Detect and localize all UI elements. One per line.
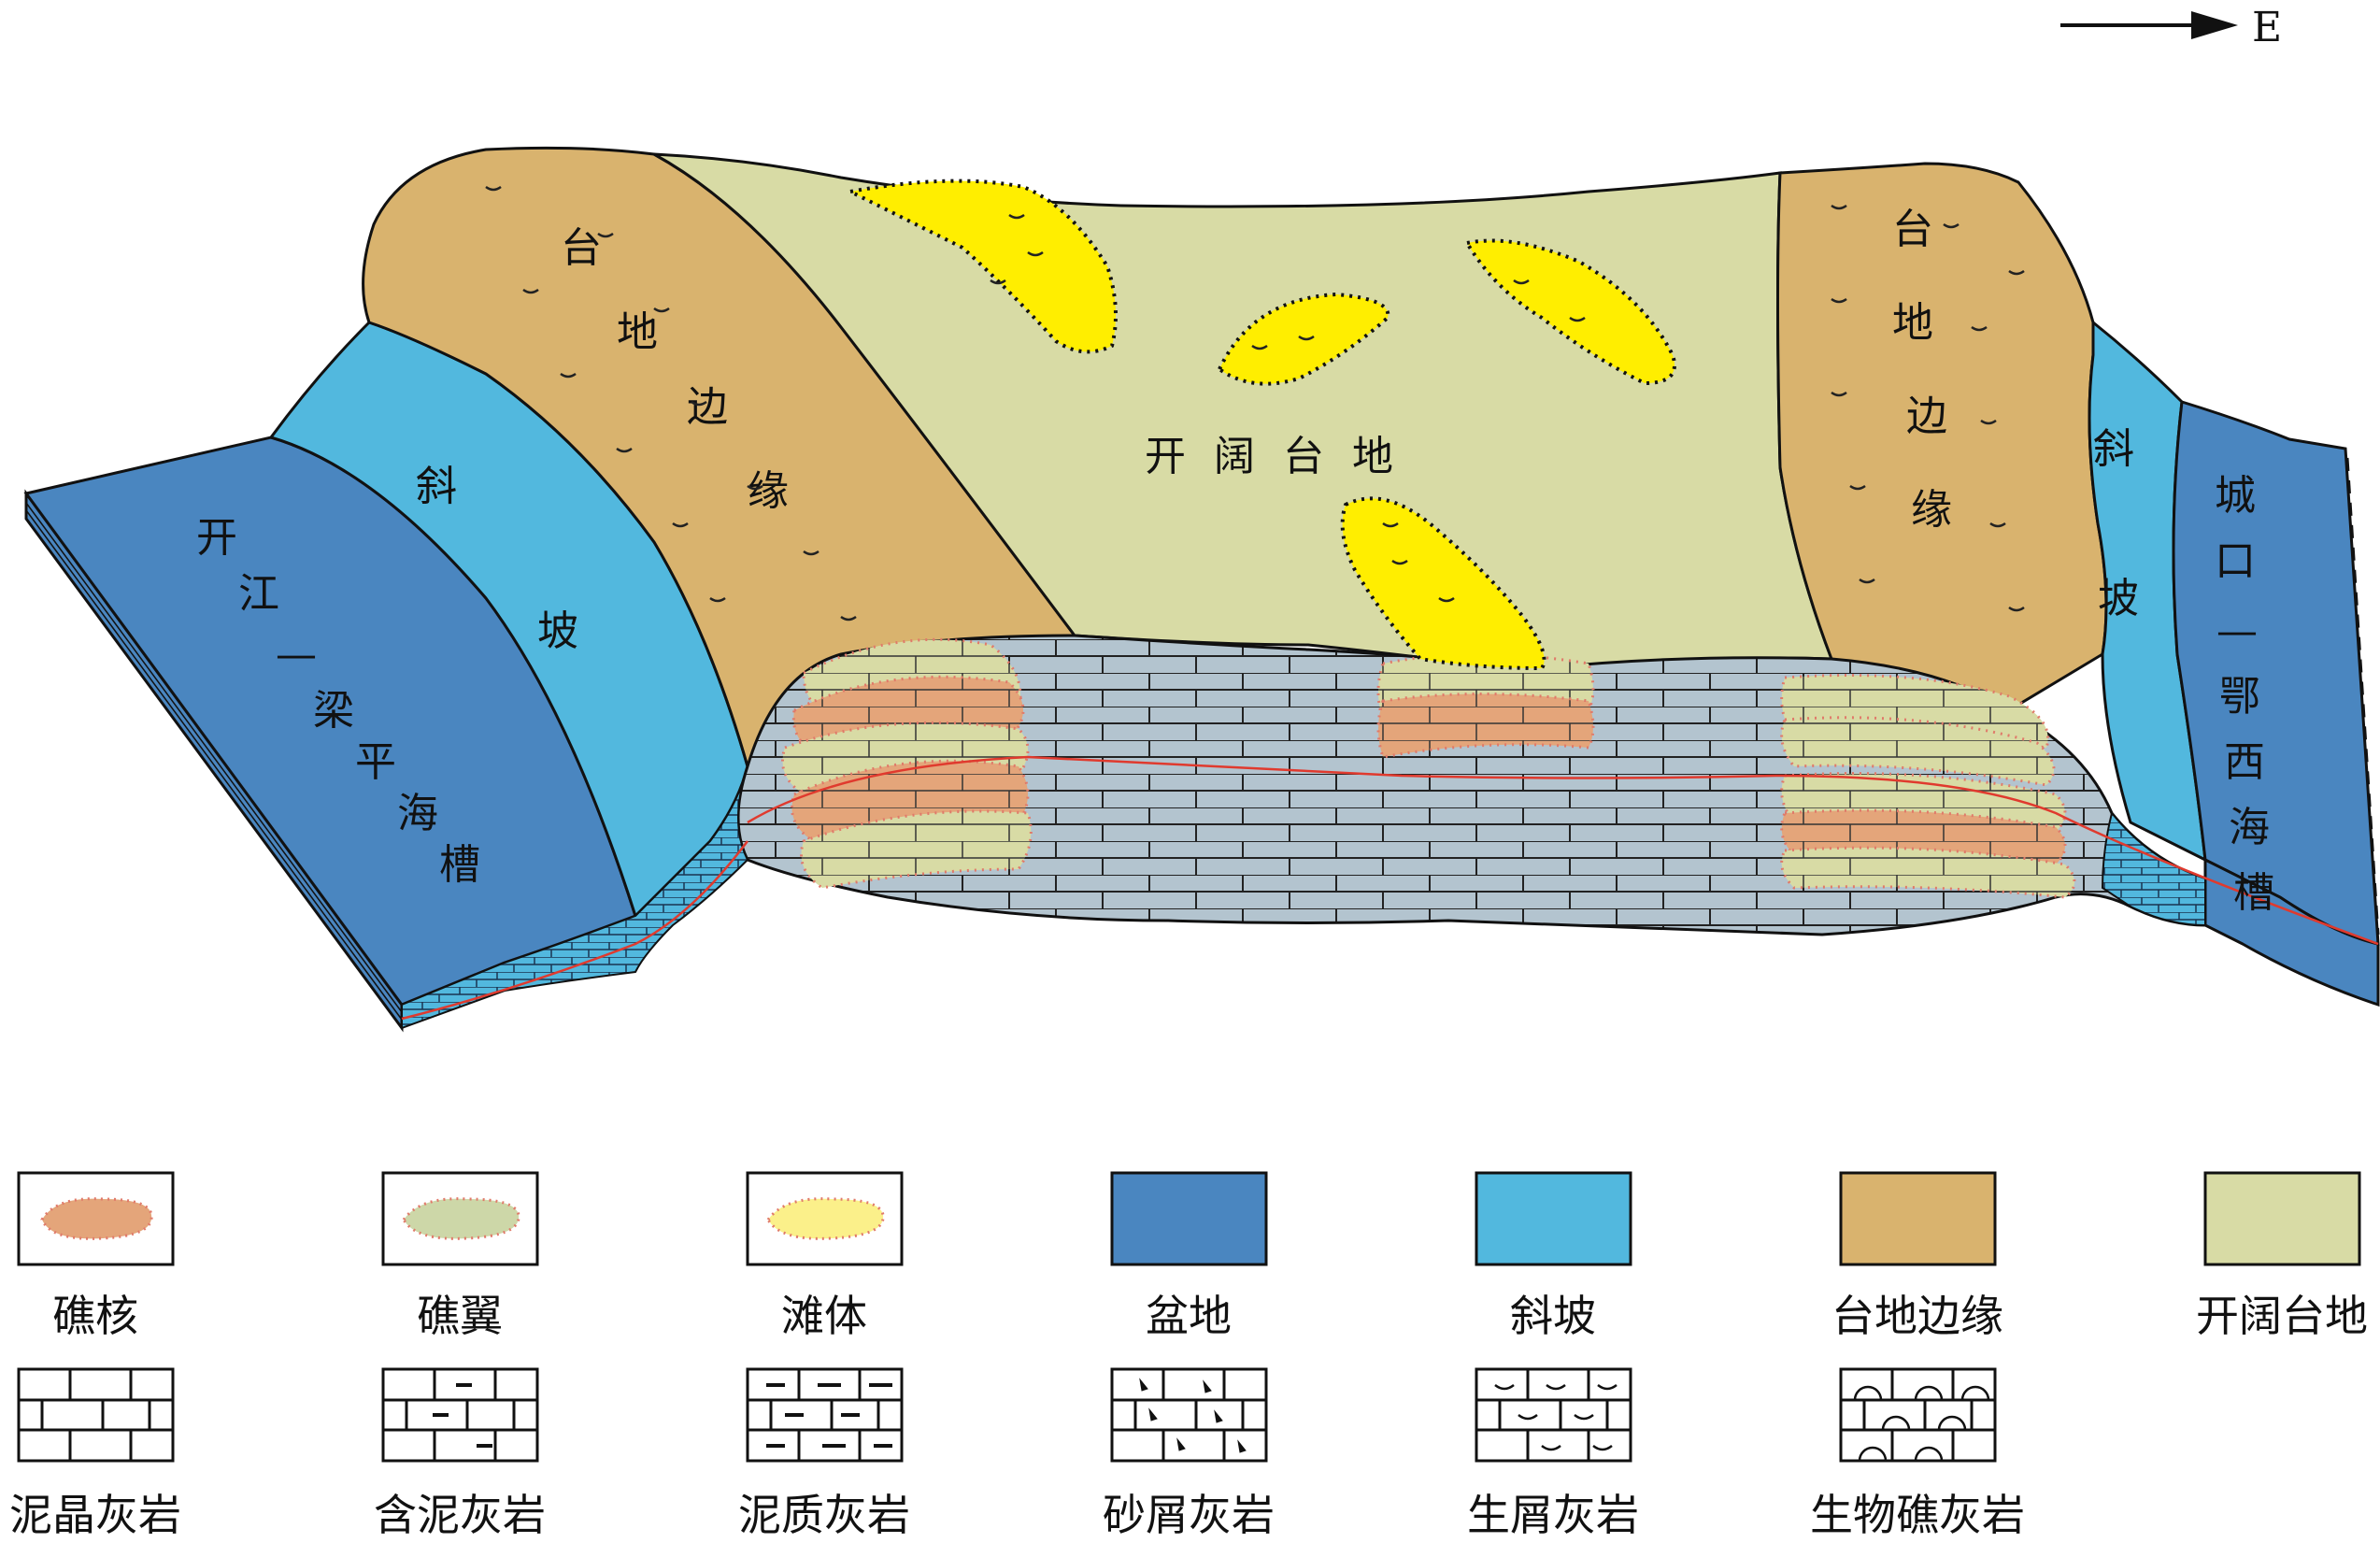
legend-label-open-platform: 开阔台地 [2196, 1291, 2368, 1341]
svg-text:平: 平 [355, 738, 396, 786]
svg-text:缘: 缘 [1911, 486, 1952, 534]
legend-swatches-row2 [17, 1367, 1997, 1463]
svg-text:海: 海 [397, 790, 438, 837]
svg-text:—: — [2216, 607, 2258, 655]
legend-label-reef-flank: 礁翼 [417, 1291, 503, 1341]
svg-text:鄂: 鄂 [2219, 673, 2260, 721]
legend-label-margin: 台地边缘 [1831, 1291, 2003, 1341]
legend-swatches-row1 [17, 1171, 2361, 1266]
middle-shoal-section [1376, 652, 1595, 759]
svg-text:—: — [276, 631, 317, 679]
legend-swatch-reef-flank [381, 1171, 539, 1266]
east-slope-label: 斜 坡 [2093, 425, 2139, 622]
legend-label-argillaceous: 泥质灰岩 [738, 1490, 910, 1540]
svg-text:边: 边 [1906, 393, 1947, 440]
svg-text:江: 江 [238, 570, 279, 618]
west-margin-label: 台 地 边 缘 [561, 224, 789, 515]
legend-swatch-slope [1475, 1171, 1632, 1266]
horizon-line [747, 755, 2379, 946]
shoal-bodies [844, 179, 1676, 671]
legend-swatch-bioclastic [1475, 1367, 1632, 1463]
north-arrow-icon: E [2060, 4, 2282, 51]
west-reef-complex [781, 637, 1033, 890]
svg-text:槽: 槽 [2233, 869, 2274, 917]
legend-label-reef-core: 礁核 [52, 1291, 138, 1341]
svg-text:边: 边 [687, 383, 728, 431]
svg-text:地: 地 [1892, 299, 1933, 347]
legend-swatch-calcarenite [1110, 1367, 1268, 1463]
legend-label-argillaceous-bearing: 含泥灰岩 [374, 1490, 546, 1540]
legend-label-basin: 盆地 [1146, 1291, 1232, 1341]
svg-text:坡: 坡 [537, 607, 578, 655]
svg-text:斜: 斜 [416, 463, 457, 510]
legend-label-slope: 斜坡 [1510, 1291, 1596, 1341]
svg-text:台: 台 [1892, 206, 1933, 253]
open-platform-label: 开 阔 台 地 [1145, 433, 1401, 480]
legend-swatch-shoal [746, 1171, 904, 1266]
legend-swatch-margin [1839, 1171, 1997, 1266]
legend-swatch-argillaceous-bearing [381, 1367, 539, 1463]
svg-text:台: 台 [561, 224, 602, 272]
east-reef-complex [1780, 674, 2076, 899]
svg-text:西: 西 [2224, 738, 2265, 786]
svg-text:城: 城 [2215, 472, 2256, 520]
compass-label: E [2252, 4, 2282, 51]
svg-text:斜: 斜 [2093, 425, 2134, 473]
margin-bioclast-marks [485, 185, 2025, 621]
svg-text:开: 开 [196, 514, 237, 562]
svg-text:地: 地 [617, 308, 658, 356]
svg-text:口: 口 [2215, 537, 2256, 585]
svg-text:梁: 梁 [313, 687, 354, 735]
east-trough-label: 城 口 — 鄂 西 海 槽 [2215, 472, 2274, 917]
west-transition [401, 765, 749, 1030]
legend-label-micrite: 泥晶灰岩 [9, 1490, 181, 1540]
legend-label-bioclastic: 生屑灰岩 [1467, 1490, 1639, 1540]
legend-swatch-basin [1110, 1171, 1268, 1266]
legend-label-calcarenite: 砂屑灰岩 [1103, 1490, 1275, 1540]
svg-text:坡: 坡 [2098, 575, 2139, 622]
legend-swatch-micrite [17, 1367, 175, 1463]
legend-swatch-reef-limestone [1839, 1367, 1997, 1463]
west-trough-label: 开 江 — 梁 平 海 槽 [196, 514, 480, 889]
legend-label-reef-limestone: 生物礁灰岩 [1810, 1490, 2025, 1540]
svg-text:海: 海 [2229, 804, 2270, 851]
west-slope-label: 斜 坡 [416, 463, 578, 655]
east-transition [2101, 810, 2206, 927]
legend-label-shoal: 滩体 [781, 1291, 867, 1341]
svg-text:缘: 缘 [748, 467, 789, 515]
legend-swatch-open-platform [2203, 1171, 2361, 1266]
east-margin-label: 台 地 边 缘 [1892, 206, 1952, 534]
legend-swatch-argillaceous [746, 1367, 904, 1463]
svg-text:槽: 槽 [439, 841, 480, 889]
legend-swatch-reef-core [17, 1171, 175, 1266]
